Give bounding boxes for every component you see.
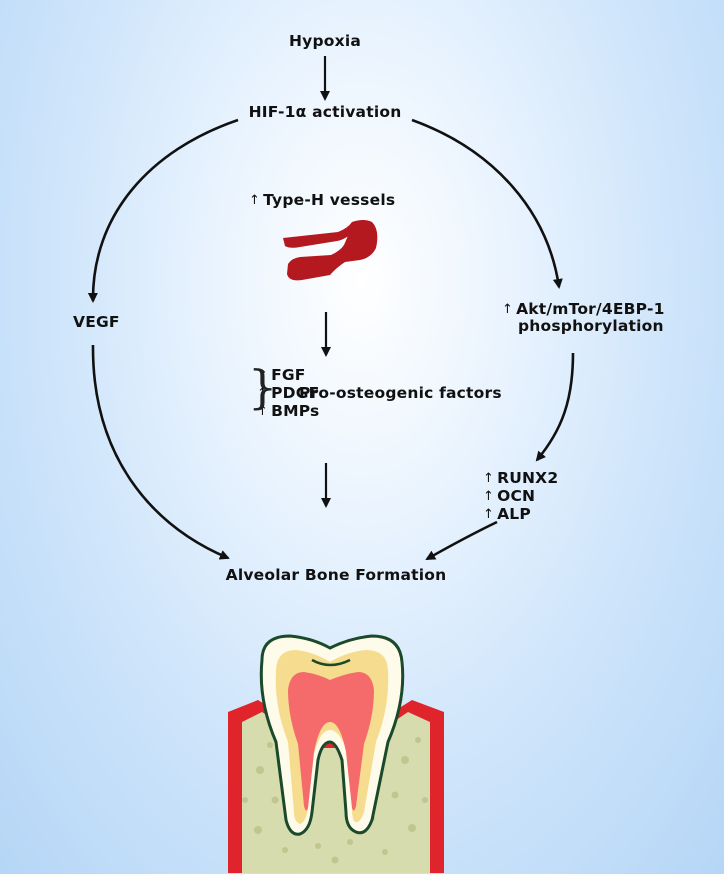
type-h-vessel-icon: [283, 220, 378, 281]
node-pro-osteogenic: Pro-osteogenic factors: [299, 384, 502, 402]
node-akt-pathway: ↑Akt/mTor/4EBP-1: [502, 301, 665, 319]
arrow-markers-to-outcome: [425, 520, 498, 561]
markers-list: ↑RUNX2 ↑OCN ↑ALP: [483, 470, 558, 524]
up-arrow-icon: ↑: [483, 471, 495, 486]
node-phosphorylation: phosphorylation: [518, 317, 664, 335]
up-arrow-icon: ↑: [502, 302, 514, 317]
arrow-hif-to-akt: [411, 118, 563, 289]
node-hif-activation: HIF-1α activation: [248, 103, 402, 121]
curly-brace-icon: }: [248, 360, 278, 414]
type-h-label: Type-H vessels: [263, 191, 396, 209]
up-arrow-icon: ↑: [257, 386, 269, 401]
factor-item: ↑BMPs: [257, 402, 320, 420]
factor-item: ↑FGF: [257, 366, 306, 384]
up-arrow-icon: ↑: [257, 404, 269, 419]
factors-list: ↑FGF ↑PDGF ↑BMPs: [257, 367, 319, 421]
marker-item: ↑RUNX2: [483, 469, 559, 487]
marker-item: ↑ALP: [483, 505, 531, 523]
node-type-h-vessels: ↑Type-H vessels: [249, 192, 395, 210]
up-arrow-icon: ↑: [249, 193, 261, 208]
arrow-akt-to-markers: [535, 352, 575, 462]
up-arrow-icon: ↑: [483, 507, 495, 522]
marker-item: ↑OCN: [483, 487, 536, 505]
tooth-icon: [228, 634, 444, 873]
factor-item: ↑PDGF: [257, 384, 320, 402]
akt-label: Akt/mTor/4EBP-1: [516, 300, 665, 318]
node-vegf: VEGF: [73, 313, 120, 331]
node-hypoxia: Hypoxia: [289, 32, 361, 50]
arrow-hif-to-vegf: [87, 118, 239, 303]
arrow-vegf-to-outcome: [91, 344, 230, 560]
up-arrow-icon: ↑: [483, 489, 495, 504]
node-alveolar-bone-formation: Alveolar Bone Formation: [225, 566, 447, 584]
up-arrow-icon: ↑: [257, 368, 269, 383]
